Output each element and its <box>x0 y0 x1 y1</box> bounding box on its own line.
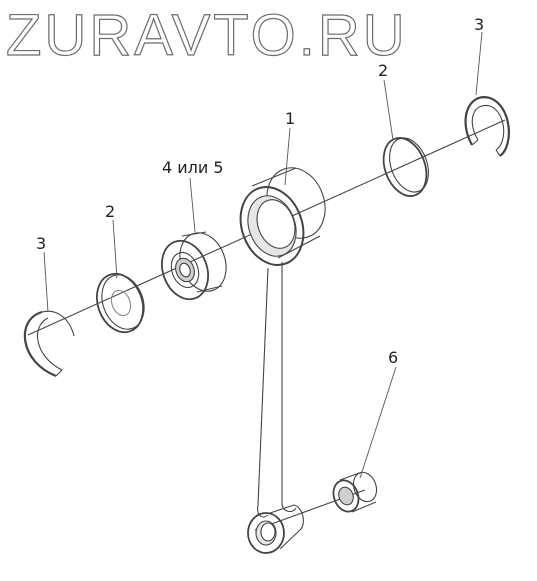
label-part-6: 6 <box>388 348 399 367</box>
leader-3-right <box>475 31 483 96</box>
washer-left <box>96 272 145 334</box>
leader-3-left <box>43 251 49 313</box>
label-part-3-left: 3 <box>36 234 47 253</box>
label-part-1: 1 <box>285 109 296 128</box>
leader-45 <box>189 177 196 233</box>
leader-2-left <box>112 219 118 279</box>
label-part-3-right: 3 <box>474 15 485 34</box>
leader-6 <box>359 366 397 479</box>
washer-right <box>382 137 429 197</box>
retaining-ring-left <box>23 310 75 378</box>
bushing <box>332 471 378 513</box>
connecting-rod <box>239 167 326 554</box>
label-part-4-or-5: 4 или 5 <box>162 158 224 177</box>
label-part-2-left: 2 <box>105 202 116 221</box>
label-part-2-right: 2 <box>378 61 389 80</box>
bearing <box>161 231 227 301</box>
watermark-logo: ZURAVTO.RU <box>5 2 408 68</box>
leader-2-right <box>383 79 394 141</box>
retaining-ring-right <box>464 96 510 157</box>
leader-1 <box>284 127 291 186</box>
leader-lines <box>43 31 483 479</box>
